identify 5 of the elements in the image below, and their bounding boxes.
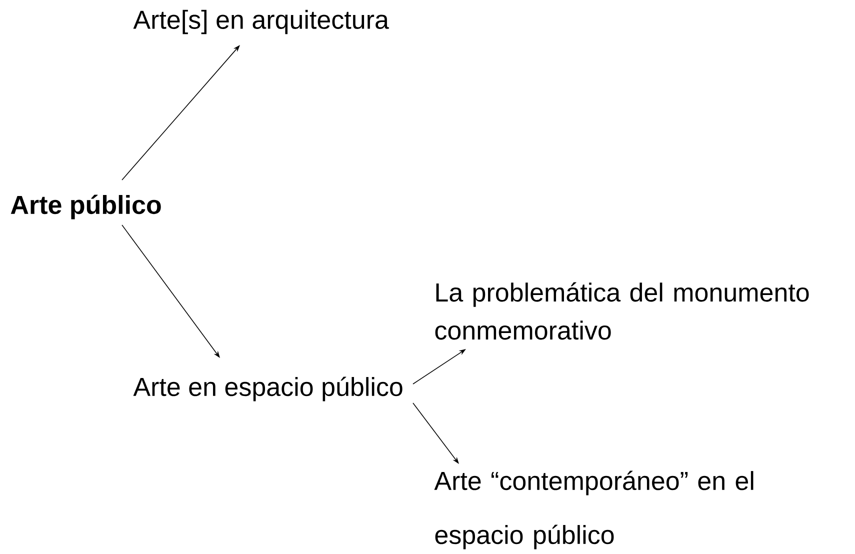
node-label: La problemática del monumento conmemorativo <box>435 282 809 340</box>
node-label: Arte en espacio público <box>133 376 402 402</box>
node-label: Arte[s] en arquitectura <box>133 10 389 34</box>
node-label: Arte “contemporáneo” en el espacio público <box>434 470 754 550</box>
node-label: Arte público <box>10 194 161 220</box>
